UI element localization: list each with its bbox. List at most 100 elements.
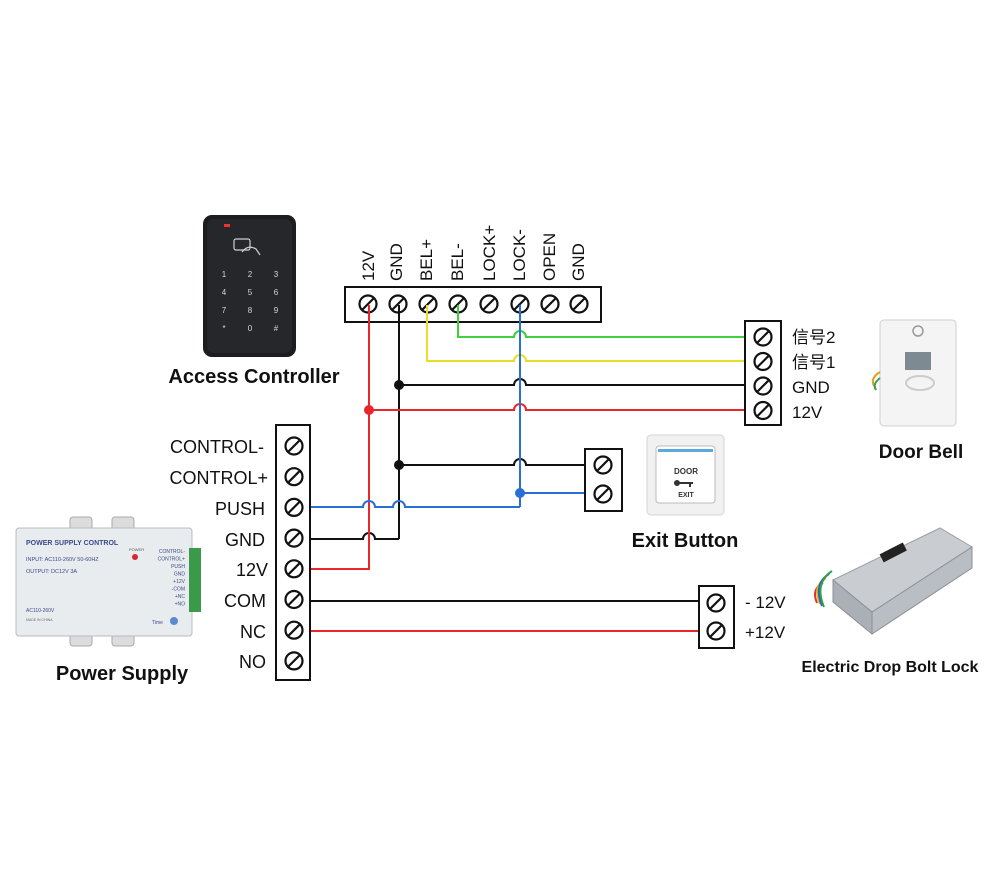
ps-device-model: AC110-260V [26, 608, 55, 614]
ps-side-label: +NC [175, 594, 186, 600]
door-bell-label: Door Bell [879, 442, 963, 463]
keypad-key: 5 [248, 288, 253, 297]
keypad-key: 2 [248, 270, 253, 279]
junction-red [364, 405, 374, 415]
controller-label-lock-minus: LOCK- [510, 229, 529, 281]
door-bell-terminal-labels: 信号2 信号1 GND 12V [792, 328, 835, 422]
door-bell-wire-2 [873, 377, 881, 391]
ps-side-label: GND [174, 572, 186, 578]
keypad-led [224, 224, 230, 227]
junction-black-2 [394, 460, 404, 470]
ps-label-12v: 12V [236, 560, 268, 580]
controller-label-open: OPEN [540, 233, 559, 281]
ps-power-led [132, 554, 138, 560]
door-bell-cable-coil [905, 375, 935, 391]
lock-label: Electric Drop Bolt Lock [802, 659, 979, 676]
controller-screw-5 [479, 294, 499, 314]
keypad-key: 3 [274, 270, 279, 279]
power-supply-terminal-frame [275, 424, 311, 681]
ps-label-control-minus: CONTROL- [170, 437, 264, 457]
controller-terminal-labels: 12V GND BEL+ BEL- LOCK+ LOCK- OPEN GND [359, 225, 588, 281]
key-icon [674, 480, 693, 487]
keypad-face [207, 219, 292, 353]
controller-terminal-frame [344, 286, 602, 323]
keypad-key: 8 [248, 306, 253, 315]
ps-side-label: +NO [175, 602, 186, 608]
lock-terminal-screws [706, 593, 726, 641]
keypad-key: 7 [222, 306, 227, 315]
keypad-key: 6 [274, 288, 279, 297]
door-bell-device: Door Bell [871, 319, 963, 463]
ps-label-com: COM [224, 591, 266, 611]
lock-body-front [871, 546, 973, 635]
junction-black-1 [394, 380, 404, 390]
card-reader-icon [233, 238, 261, 256]
exit-screw-2 [593, 484, 613, 504]
bell-screw-1 [753, 327, 773, 347]
exit-button-label: Exit Button [632, 530, 739, 552]
wire-red-12v-vertical [294, 305, 370, 570]
controller-label-gnd-1: GND [387, 243, 406, 281]
door-bell-terminal-block: 信号2 信号1 GND 12V [744, 320, 835, 426]
controller-label-lock-plus: LOCK+ [480, 225, 499, 281]
lock-label-minus-12v: - 12V [745, 593, 786, 612]
controller-screw-7 [540, 294, 560, 314]
bell-label-signal-2: 信号2 [792, 328, 835, 347]
controller-screw-8 [569, 294, 589, 314]
controller-label-gnd-2: GND [569, 243, 588, 281]
ps-screw-7 [284, 620, 304, 640]
ps-screw-4 [284, 528, 304, 548]
ps-power-led-label: POWER [129, 547, 144, 552]
lock-screw-2 [706, 621, 726, 641]
ps-screw-3 [284, 497, 304, 517]
door-bell-wire-1 [871, 371, 881, 387]
lock-terminal-block: - 12V +12V [698, 585, 786, 649]
keypad-key: 0 [248, 324, 253, 333]
door-bell-terminal-screws [753, 327, 773, 421]
ps-screw-6 [284, 589, 304, 610]
ps-screw-2 [284, 467, 304, 487]
controller-terminal-block: 12V GND BEL+ BEL- LOCK+ LOCK- OPEN GND [344, 225, 602, 323]
bell-screw-4 [753, 400, 773, 421]
door-bell-label-plate [905, 352, 931, 370]
wire-red-12v-doorbell [369, 403, 754, 411]
ps-side-label: -COM [172, 587, 185, 593]
ps-label-nc: NC [240, 622, 266, 642]
ps-device-output: OUTPUT: DC12V 3A [26, 569, 77, 575]
ps-label-control-plus: CONTROL+ [169, 468, 268, 488]
lock-wire-green [819, 570, 833, 608]
keypad-key: 9 [274, 306, 279, 315]
lock-screw-1 [706, 593, 726, 613]
ps-screw-5 [284, 559, 304, 579]
ps-side-label: +12V [173, 579, 185, 585]
ps-label-no: NO [239, 652, 266, 672]
exit-button-stripe [658, 449, 713, 452]
bell-label-12v: 12V [792, 403, 823, 422]
power-supply-terminal-screws [284, 436, 304, 671]
ps-side-label: CONTROL+ [158, 557, 185, 563]
bell-label-signal-1: 信号1 [792, 353, 835, 372]
power-supply-terminal-block: CONTROL- CONTROL+ PUSH GND 12V COM NC NO [169, 424, 311, 681]
bell-screw-3 [753, 376, 773, 396]
lock-label-plate [879, 542, 907, 563]
controller-label-bel-minus: BEL- [448, 243, 467, 281]
controller-label-12v: 12V [359, 250, 378, 281]
keypad-key: 1 [222, 270, 227, 279]
junction-blue [515, 488, 525, 498]
power-supply-terminal-labels: CONTROL- CONTROL+ PUSH GND 12V COM NC NO [169, 437, 268, 672]
lock-terminal-labels: - 12V +12V [745, 593, 786, 642]
exit-screw-1 [593, 455, 613, 475]
power-supply-device: POWER POWER SUPPLY CONTROL INPUT: AC110-… [15, 516, 201, 685]
ps-terminal-strip [189, 548, 201, 612]
keypad-key: 4 [222, 288, 227, 297]
door-bell-hanger-hole [912, 325, 924, 337]
ps-device-time: Time [152, 620, 163, 626]
ps-screw-1 [284, 436, 304, 456]
exit-button-device: DOOR EXIT Exit Button [632, 434, 739, 552]
wires [294, 305, 754, 632]
access-controller-label: Access Controller [168, 366, 339, 388]
